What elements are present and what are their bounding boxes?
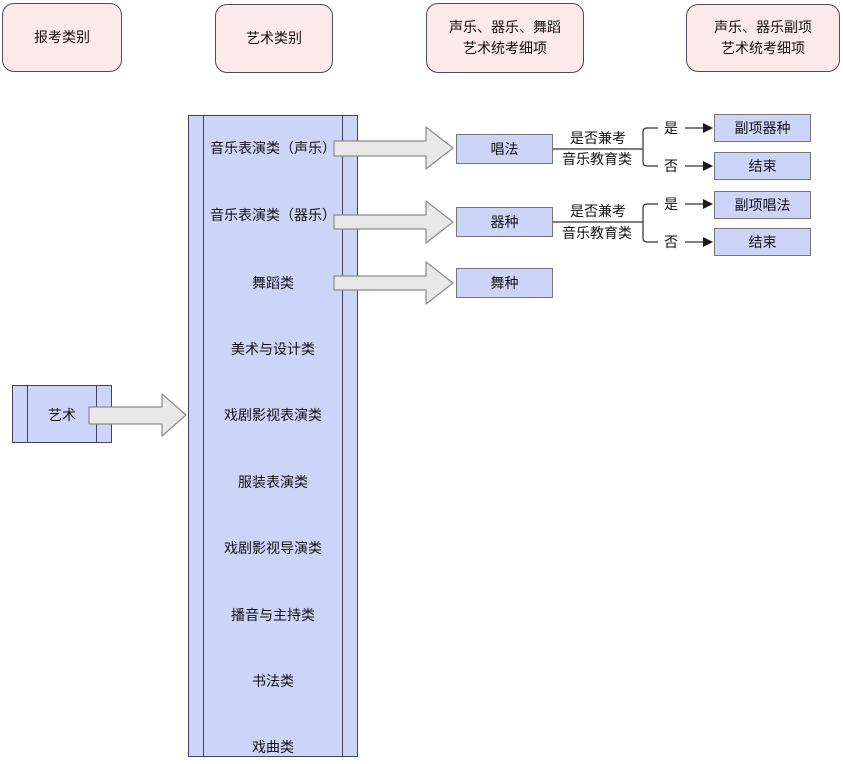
header-label-line1: 声乐、器乐副项 <box>714 19 812 35</box>
category-item-music-vocal: 音乐表演类（声乐） <box>210 140 336 156</box>
box-end-1: 结束 <box>714 152 811 180</box>
decision1-yes-arrowhead-icon <box>703 123 713 133</box>
box-instrument-type: 器种 <box>456 207 553 237</box>
decision2-bracket <box>642 203 658 243</box>
box-label: 唱法 <box>490 141 519 157</box>
category-item-fine-art-design: 美术与设计类 <box>231 341 315 357</box>
category-list-container <box>188 115 358 757</box>
category-item-dance: 舞蹈类 <box>252 275 294 291</box>
header-label-line2: 艺术统考细项 <box>463 40 547 56</box>
header-label: 艺术类别 <box>246 30 302 46</box>
category-item-fashion-performance: 服装表演类 <box>238 474 308 490</box>
decision1-question-line2: 音乐教育类 <box>562 151 632 167</box>
header-secondary-exam-detail: 声乐、器乐副项 艺术统考细项 <box>686 4 840 72</box>
box-label: 舞种 <box>490 275 519 291</box>
root-label: 艺术 <box>48 407 76 423</box>
header-label: 报考类别 <box>34 29 90 45</box>
decision2-no-arrowhead-icon <box>703 237 713 247</box>
box-dance-type: 舞种 <box>456 268 553 298</box>
header-label-line1: 声乐、器乐、舞蹈 <box>449 19 561 35</box>
category-item-drama-directing: 戏剧影视导演类 <box>224 540 322 556</box>
decision1-yes-label: 是 <box>664 120 678 136</box>
decision1-no-arrowhead-icon <box>703 161 713 171</box>
decision2-yes-label: 是 <box>664 196 678 212</box>
category-item-calligraphy: 书法类 <box>252 673 294 689</box>
side-bar-left <box>203 116 204 756</box>
box-label: 副项器种 <box>734 120 791 136</box>
box-vocal-style: 唱法 <box>456 134 553 164</box>
header-application-category: 报考类别 <box>2 3 122 72</box>
side-bar-left <box>27 386 28 442</box>
decision2-no-label: 否 <box>664 234 678 250</box>
category-item-drama-performance: 戏剧影视表演类 <box>224 407 322 423</box>
decision2-question-line1: 是否兼考 <box>570 203 626 219</box>
box-label: 器种 <box>490 214 519 230</box>
decision1-bracket <box>642 127 658 167</box>
box-label: 结束 <box>748 234 777 250</box>
header-unified-exam-detail: 声乐、器乐、舞蹈 艺术统考细项 <box>426 3 584 73</box>
box-secondary-instrument: 副项器种 <box>714 114 811 142</box>
header-art-category: 艺术类别 <box>215 4 333 73</box>
box-label: 结束 <box>748 158 777 174</box>
category-item-opera: 戏曲类 <box>252 739 294 755</box>
decision1-question-line1: 是否兼考 <box>570 130 626 146</box>
side-bar-right <box>96 386 97 442</box>
decision1-no-label: 否 <box>664 158 678 174</box>
box-end-2: 结束 <box>714 228 811 256</box>
category-item-broadcasting: 播音与主持类 <box>231 607 315 623</box>
decision2-yes-arrowhead-icon <box>703 199 713 209</box>
header-label-line2: 艺术统考细项 <box>721 40 805 56</box>
box-secondary-vocal: 副项唱法 <box>714 191 811 219</box>
side-bar-right <box>342 116 343 756</box>
decision2-question-line2: 音乐教育类 <box>562 225 632 241</box>
category-item-music-instrument: 音乐表演类（器乐） <box>210 207 336 223</box>
box-label: 副项唱法 <box>734 197 791 213</box>
